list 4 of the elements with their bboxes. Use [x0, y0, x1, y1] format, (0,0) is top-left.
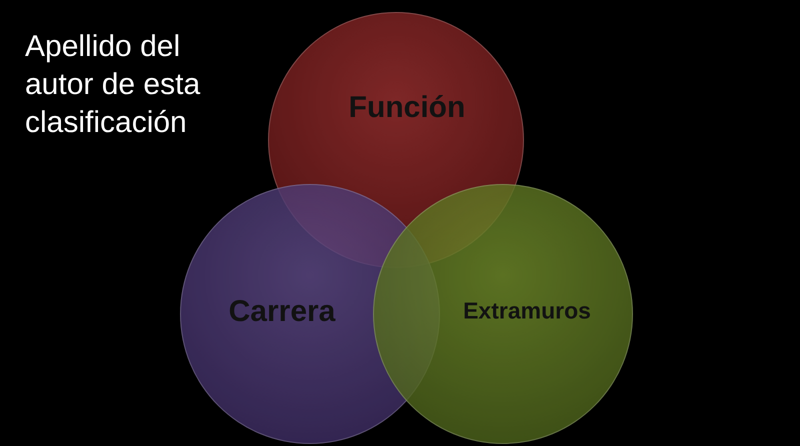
- circle-label: Carrera: [228, 295, 336, 329]
- circle-label: Función: [348, 91, 466, 125]
- note-text: Apellido del autor de esta clasificación: [25, 29, 202, 141]
- circle-label: Extramuros: [463, 298, 591, 324]
